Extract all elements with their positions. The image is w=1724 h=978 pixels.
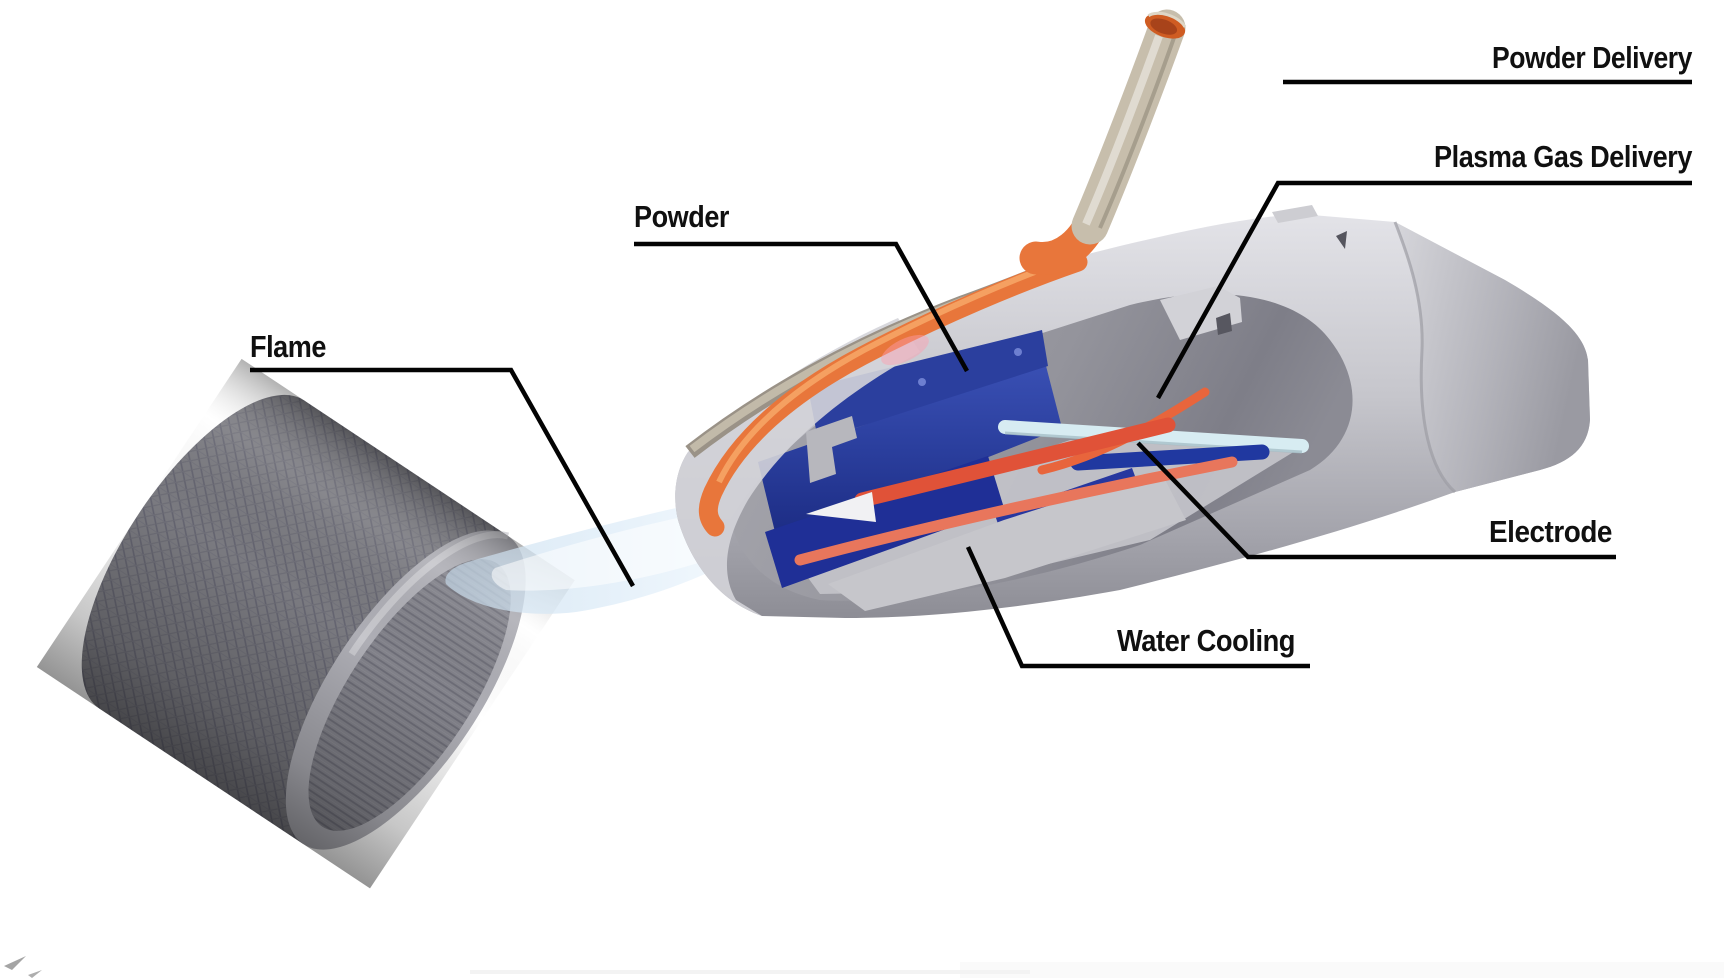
- torch-rear-end: [1395, 222, 1590, 492]
- torch-rear-seam: [1393, 221, 1456, 494]
- cooling-port-dot-2: [1014, 348, 1022, 356]
- spray-torch: [675, 9, 1590, 618]
- leader-plasma-gas-delivery: [1156, 180, 1692, 400]
- workpiece-shading: [36, 358, 575, 889]
- powder-tube-glint: [881, 334, 929, 366]
- delivery-tube-highlight: [1082, 34, 1163, 226]
- labels: Powder Delivery Plasma Gas Delivery Powd…: [250, 40, 1694, 658]
- bottom-edge-strip: [960, 962, 1724, 978]
- leader-powder: [634, 241, 969, 373]
- electrode-holder-tube: [998, 420, 1309, 453]
- workpiece-cylinder: [36, 358, 575, 889]
- electrode-tube: [854, 417, 1176, 508]
- label-water-cooling: Water Cooling: [1117, 623, 1295, 658]
- leader-lines: [250, 79, 1692, 669]
- bottom-edge-line: [470, 970, 1030, 974]
- torch-top-fitting: [1272, 205, 1318, 223]
- label-plasma-gas-delivery: Plasma Gas Delivery: [1434, 139, 1693, 174]
- leader-water-cooling: [965, 546, 1310, 669]
- corner-artifact: [4, 956, 42, 978]
- torch-top-notch: [1336, 231, 1347, 249]
- cavity-shelf-slot: [1216, 313, 1232, 335]
- label-powder: Powder: [634, 199, 729, 234]
- powder-delivery-tube: [1071, 9, 1186, 245]
- leader-electrode: [1136, 441, 1616, 560]
- label-powder-delivery: Powder Delivery: [1492, 40, 1693, 75]
- cooling-block-notch: [806, 416, 857, 483]
- cooling-rod: [1070, 444, 1270, 471]
- water-cooling-block-top: [758, 362, 1062, 532]
- water-cooling-block-upper: [808, 330, 1048, 440]
- label-electrode: Electrode: [1489, 514, 1612, 549]
- leader-flame: [250, 367, 635, 588]
- cooling-port-dot-1: [918, 378, 926, 386]
- powder-tube-highlight: [716, 254, 1076, 484]
- label-flame: Flame: [250, 329, 326, 364]
- delivery-tube-shadow-edge: [1098, 31, 1178, 229]
- delivery-tube-opening: [1144, 11, 1187, 39]
- bottom-step-block: [828, 470, 1186, 611]
- powder-tube-internal: [698, 252, 1088, 537]
- electrode-tip-cone: [806, 492, 876, 522]
